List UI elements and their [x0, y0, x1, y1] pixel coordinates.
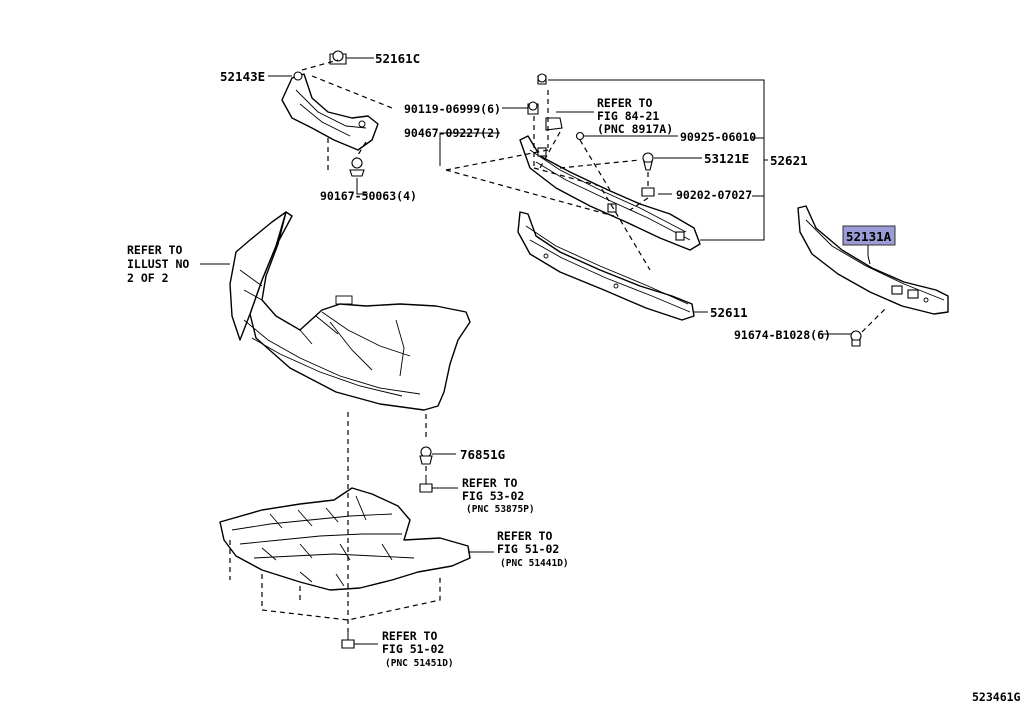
svg-text:REFER TO: REFER TO [462, 476, 517, 490]
label-90202: 90202-07027 [676, 188, 752, 202]
front-bumper-cover[interactable] [229, 211, 471, 411]
ref-note-fig51a: REFER TO FIG 51-02 (PNC 51441D) [497, 529, 569, 569]
dashed-guide-52621 [445, 90, 651, 271]
nut-90202[interactable] [641, 187, 655, 197]
svg-text:FIG 53-02: FIG 53-02 [462, 489, 524, 503]
svg-text:2 OF 2: 2 OF 2 [127, 271, 169, 285]
clip-52161c[interactable] [329, 50, 347, 65]
screw-53875p[interactable] [419, 476, 433, 493]
svg-text:ILLUST NO: ILLUST NO [127, 257, 189, 271]
label-90467: 90467-09227(2) [404, 126, 501, 140]
svg-text:(PNC 51441D): (PNC 51441D) [500, 558, 569, 569]
svg-text:(PNC 51451D): (PNC 51451D) [385, 658, 454, 669]
bracket-8917a[interactable] [545, 117, 563, 131]
label-90925: 90925-06010 [680, 130, 756, 144]
label-53121e: 53121E [704, 151, 749, 166]
svg-text:(PNC 8917A): (PNC 8917A) [597, 122, 673, 136]
engine-under-cover[interactable] [219, 487, 471, 591]
ref-note-fig84: REFER TO FIG 84-21 (PNC 8917A) [597, 96, 673, 136]
clip-90925[interactable] [575, 131, 585, 141]
bracket-52143e[interactable] [281, 71, 379, 151]
svg-text:REFER TO: REFER TO [497, 529, 552, 543]
label-52161c: 52161C [375, 51, 420, 66]
svg-text:FIG 84-21: FIG 84-21 [597, 109, 659, 123]
svg-text:(PNC 53875P): (PNC 53875P) [466, 504, 535, 515]
clip-76851g[interactable] [419, 446, 433, 465]
callout-bracket-52621 [548, 79, 768, 241]
bolt-90119[interactable] [527, 73, 547, 115]
label-52143e: 52143E [220, 69, 265, 84]
clip-53121e[interactable] [642, 152, 654, 171]
reinforcement-52621[interactable] [519, 135, 701, 251]
label-91674: 91674-B1028(6) [734, 328, 831, 342]
svg-text:REFER TO: REFER TO [597, 96, 652, 110]
ref-note-fig51b: REFER TO FIG 51-02 (PNC 51451D) [382, 629, 454, 669]
highlight-52131a [842, 225, 896, 246]
label-90167: 90167-50063(4) [320, 189, 417, 203]
svg-text:REFER TO: REFER TO [127, 243, 182, 257]
dashed-guide-52131a [861, 307, 887, 333]
screw-90167[interactable] [349, 157, 365, 177]
label-52131a[interactable]: 52131A [846, 229, 892, 244]
svg-text:FIG 51-02: FIG 51-02 [382, 642, 444, 656]
label-90119: 90119-06999(6) [404, 102, 501, 116]
diagram-code: 523461G [972, 690, 1021, 704]
label-52621: 52621 [770, 153, 808, 168]
reinforcement-52131a[interactable] [797, 205, 949, 315]
leader-lines [200, 57, 871, 645]
label-52611: 52611 [710, 305, 748, 320]
bolt-91674[interactable] [850, 330, 862, 347]
absorber-52611[interactable] [517, 211, 695, 321]
ref-note-fig53: REFER TO FIG 53-02 (PNC 53875P) [462, 476, 535, 515]
screw-51451d[interactable] [341, 632, 355, 649]
ref-note-illust: REFER TO ILLUST NO 2 OF 2 [127, 243, 189, 285]
svg-text:FIG 51-02: FIG 51-02 [497, 542, 559, 556]
label-76851g: 76851G [460, 447, 505, 462]
svg-text:REFER TO: REFER TO [382, 629, 437, 643]
dashed-guide-52143e [301, 59, 393, 170]
dashed-guide-bumper [229, 412, 441, 632]
